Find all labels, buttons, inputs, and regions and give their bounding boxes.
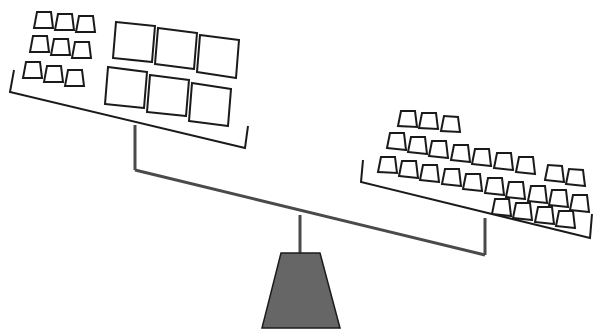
small-block — [419, 113, 438, 129]
small-block — [398, 111, 417, 127]
small-block — [506, 182, 525, 199]
small-block — [549, 190, 568, 207]
small-block — [463, 174, 482, 191]
small-block — [545, 165, 564, 182]
small-block — [23, 62, 42, 78]
large-block — [155, 28, 197, 69]
left-large-blocks — [105, 22, 239, 126]
right-small-blocks — [378, 111, 589, 212]
small-block — [76, 16, 95, 32]
small-block — [378, 157, 397, 173]
small-block — [72, 42, 91, 58]
large-block — [189, 83, 231, 126]
small-block — [44, 66, 63, 82]
fulcrum-base — [262, 253, 340, 328]
small-block — [451, 145, 470, 162]
small-block — [570, 195, 589, 212]
small-block — [566, 169, 585, 186]
small-block — [399, 161, 418, 178]
small-block — [472, 149, 491, 166]
large-block — [113, 22, 155, 62]
small-block — [535, 207, 554, 224]
small-block — [55, 14, 74, 30]
large-block — [147, 75, 189, 116]
small-block — [442, 169, 461, 186]
small-block — [387, 133, 406, 150]
small-block — [30, 36, 49, 52]
small-block — [528, 186, 547, 203]
small-block — [494, 153, 513, 170]
small-block — [65, 70, 84, 86]
left-small-blocks — [23, 12, 95, 86]
small-block — [485, 178, 504, 195]
small-block — [408, 137, 427, 154]
large-block — [197, 35, 239, 78]
small-block — [516, 157, 535, 174]
small-block — [556, 211, 575, 228]
small-block — [34, 12, 53, 28]
small-block — [429, 141, 448, 158]
small-block — [420, 165, 439, 182]
balance-beam — [135, 170, 485, 255]
small-block — [492, 199, 511, 216]
small-block — [51, 39, 70, 55]
large-block — [105, 67, 147, 108]
small-block — [441, 116, 460, 132]
small-block — [513, 203, 532, 220]
